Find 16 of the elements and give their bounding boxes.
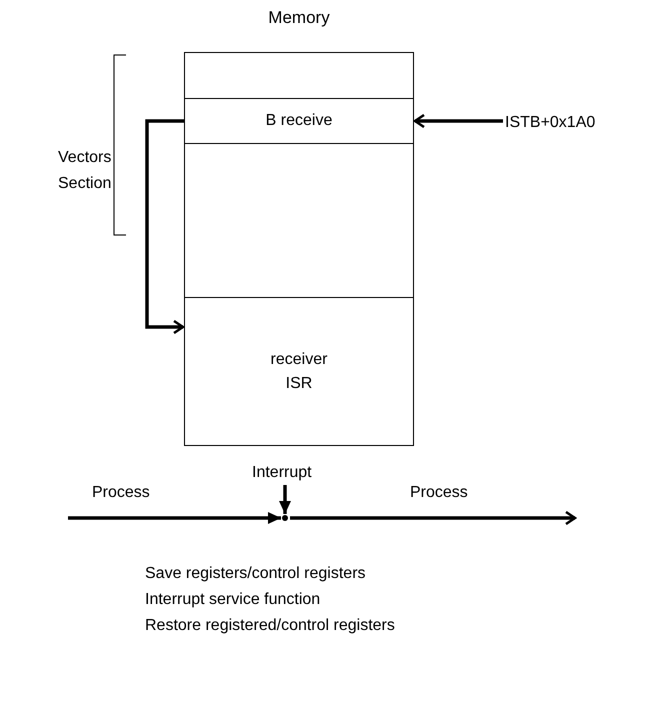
- step-text: Save registers/control registers: [145, 565, 366, 583]
- memory-heading: Memory: [267, 8, 331, 28]
- junction-dot: [282, 515, 288, 521]
- empty-memory-cell: [184, 143, 414, 298]
- arrow: [145, 119, 184, 334]
- arrow: [414, 114, 503, 128]
- arrow: [290, 510, 576, 526]
- arrow: [279, 485, 291, 514]
- step-text: Interrupt service function: [145, 591, 320, 609]
- signal-label: Interrupt: [252, 464, 312, 482]
- memory-cell: B receive: [184, 98, 414, 144]
- empty-memory-cell: [184, 52, 414, 99]
- step-text: Restore registered/control registers: [145, 617, 395, 635]
- arrow: [68, 512, 281, 524]
- address-label: ISTB+0x1A0: [505, 114, 596, 132]
- memory-cell: receiver ISR: [184, 297, 414, 446]
